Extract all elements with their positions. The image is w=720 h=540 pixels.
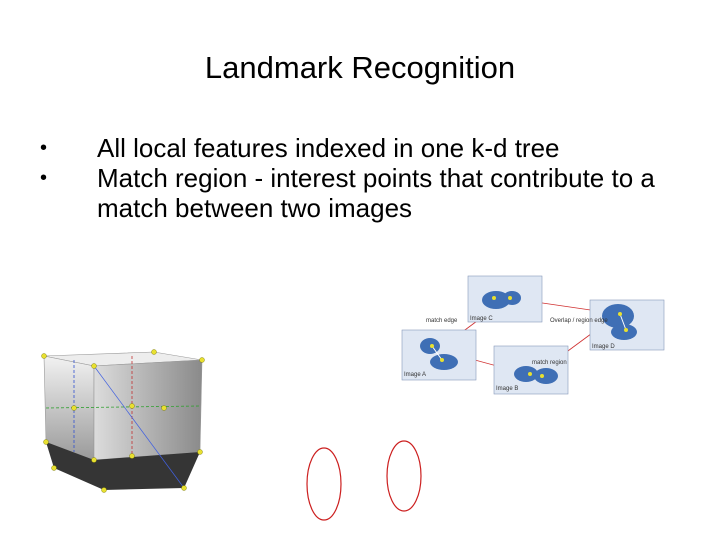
label-image-c: Image C [470,316,493,322]
image-c-panel: Image C [467,275,543,323]
bullet-item: • All local features indexed in one k-d … [40,133,680,163]
slide-title: Landmark Recognition [204,50,516,85]
label-match-region: match region [532,360,567,366]
label-image-d: Image D [592,344,615,350]
bullet-list: • All local features indexed in one k-d … [40,133,680,223]
label-image-a: Image A [404,372,426,378]
oval-right [386,440,422,512]
label-image-b: Image B [496,386,518,392]
image-a-panel: Image A [401,329,477,381]
label-match-edge: match edge [426,318,458,324]
bullet-text: Match region - interest points that cont… [97,163,655,223]
bullet-symbol: • [40,137,48,159]
oval-left [306,447,342,521]
image-b-panel: Image B [493,345,569,395]
label-overlap-edge: Overlap / region edge [550,318,608,324]
ovals-annotation [306,440,422,521]
bullet-text: All local features indexed in one k-d tr… [97,133,560,163]
match-graph-image: Image C Image D Image A Image B match ed… [401,275,665,395]
kd-tree-cube-image [41,349,205,493]
bullet-symbol: • [40,167,48,189]
image-d-panel: Image D [589,299,665,351]
bullet-item: • Match region - interest points that co… [40,163,680,223]
